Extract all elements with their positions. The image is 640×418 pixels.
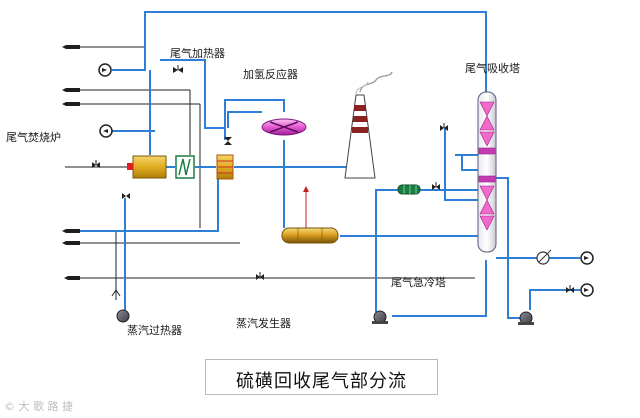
arrow-inlet-4: [62, 229, 80, 233]
tail-gas-heater: [216, 154, 234, 180]
valve-icon: [440, 123, 448, 131]
pump-icon: [518, 311, 534, 325]
terminal-icon-mid: [99, 124, 113, 138]
label-hydrogenation-reactor: 加氢反应器: [243, 67, 298, 81]
arrow-inlet-2: [62, 88, 80, 92]
hydrogenation-reactor: [261, 118, 307, 136]
pump-icon: [116, 309, 130, 323]
pump-icon: [372, 310, 388, 324]
terminal-icons: [98, 63, 594, 297]
tail-gas-absorber-tower: [477, 91, 497, 253]
utility-lines: [65, 46, 475, 300]
stream-arrows: [62, 45, 80, 280]
arrow-inlet-top: [62, 45, 80, 49]
label-tail-gas-incinerator: 尾气焚烧炉: [6, 130, 61, 144]
arrow-inlet-5: [62, 241, 80, 245]
diagram-title-box: 硫磺回收尾气部分流: [205, 359, 438, 395]
terminal-icon-top: [98, 63, 112, 77]
valves: [92, 65, 574, 293]
valve-icon: [224, 137, 232, 145]
label-tail-gas-absorber: 尾气吸收塔: [465, 61, 520, 75]
incinerator: [127, 155, 167, 179]
chimney-stack: [344, 71, 393, 179]
smoke-icon: [359, 71, 393, 93]
arrow-inlet-3: [62, 102, 80, 106]
economizer-coil: [175, 155, 195, 179]
valve-icon: [122, 193, 130, 199]
gauge-icon: [536, 249, 552, 265]
arrow-outlet-left: [64, 276, 80, 280]
valve-icon: [566, 285, 574, 293]
label-steam-superheater: 蒸汽过热器: [127, 323, 182, 337]
quench-cooler: [397, 184, 421, 195]
terminal-icon-right-2: [580, 283, 594, 297]
label-tail-gas-quench-tower: 尾气急冷塔: [391, 275, 446, 289]
diagram-title: 硫磺回收尾气部分流: [236, 371, 407, 392]
valve-icon: [432, 182, 440, 190]
valve-icon: [256, 272, 264, 280]
valve-icon: [173, 65, 183, 73]
label-tail-gas-heater: 尾气加热器: [170, 46, 225, 60]
steam-arrow-icon: [111, 289, 121, 300]
horizontal-vessel: [281, 186, 339, 244]
watermark: © 大 歌 路 捷: [4, 400, 73, 413]
label-steam-generator: 蒸汽发生器: [236, 316, 291, 330]
valve-icon: [92, 160, 100, 168]
terminal-icon-right-1: [580, 251, 594, 265]
